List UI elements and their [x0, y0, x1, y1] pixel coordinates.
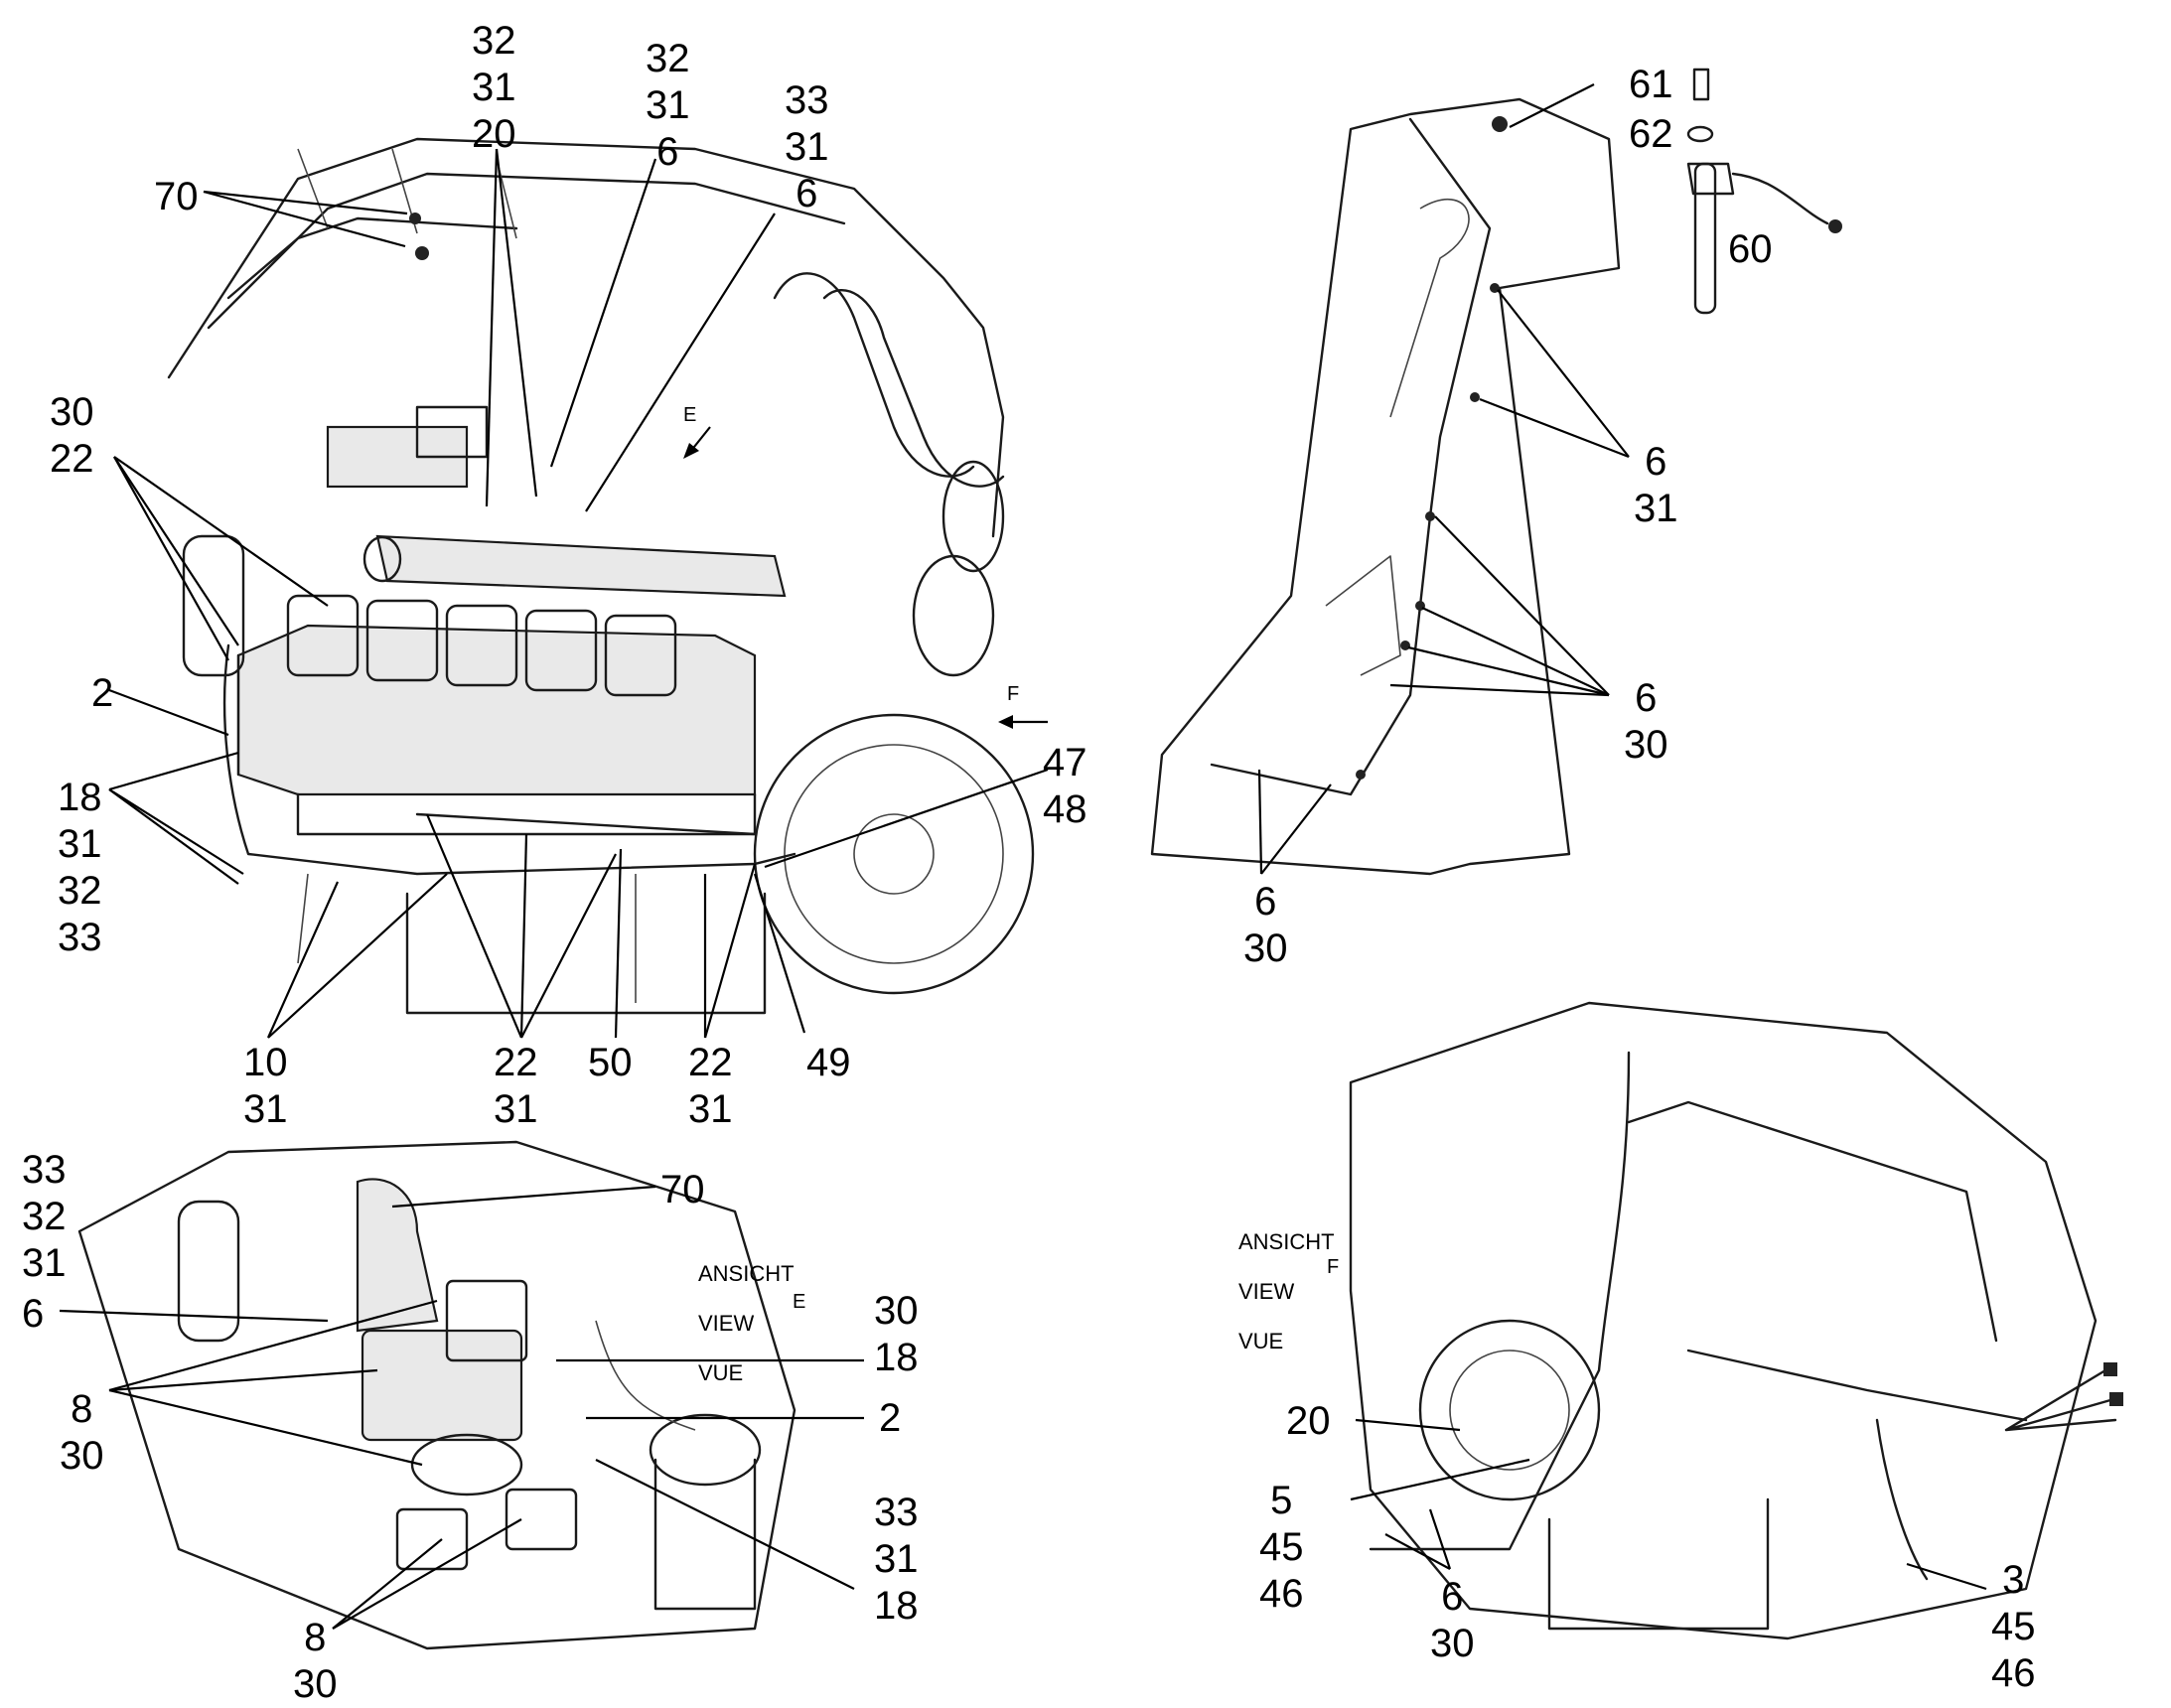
- callout-main-11: 22 31: [688, 1041, 733, 1131]
- callout-main-12: 49: [806, 1041, 851, 1084]
- direction-marker-f: F: [1007, 683, 1020, 705]
- callout-br-3: 6 30: [1430, 1575, 1475, 1665]
- callout-br-4: 3 45 46: [1991, 1558, 2036, 1695]
- view-e-heading-line-2: VIEW: [698, 1311, 755, 1336]
- view-f-illustration: [1349, 1001, 2123, 1640]
- callout-bl-2: 6: [22, 1292, 45, 1336]
- callout-br-1: 20: [1286, 1399, 1331, 1443]
- callout-br-2: 5 45 46: [1259, 1479, 1304, 1616]
- callout-tr-1: 61: [1629, 63, 1673, 106]
- callout-bl-8: 33 31 18: [874, 1491, 919, 1628]
- callout-bl-3: 8 30: [60, 1387, 104, 1478]
- main-engine-illustration: [167, 137, 1035, 1015]
- callout-main-1: 32 31 20: [472, 19, 516, 156]
- callout-main-8: 10 31: [243, 1041, 288, 1131]
- view-e-illustration: [77, 1140, 796, 1650]
- callout-tr-3: 60: [1728, 227, 1773, 271]
- view-e-heading-line-1: ANSICHT: [698, 1261, 795, 1286]
- view-f-heading-line-1: ANSICHT: [1238, 1229, 1335, 1254]
- callout-bl-6: 30 18: [874, 1289, 919, 1379]
- view-f-letter: F: [1327, 1256, 1340, 1278]
- callout-main-3: 33 31 6: [785, 78, 829, 215]
- callout-tr-6: 6 30: [1243, 880, 1288, 970]
- view-e-heading: ANSICHT VIEW VUE: [698, 1236, 795, 1410]
- view-f-heading-line-2: VIEW: [1238, 1279, 1295, 1304]
- view-f-heading: ANSICHT VIEW VUE: [1238, 1205, 1335, 1378]
- callout-main-6: 2: [91, 671, 114, 715]
- view-f-heading-line-3: VUE: [1238, 1329, 1284, 1353]
- duct-illustration: [1150, 68, 1842, 876]
- view-f-arrow: [998, 715, 1048, 729]
- callout-bl-4: 8 30: [293, 1616, 338, 1706]
- callout-main-10: 50: [588, 1041, 633, 1084]
- callout-bl-5: 70: [660, 1168, 705, 1211]
- callout-bl-7: 2: [879, 1396, 902, 1440]
- view-e-arrow: [683, 426, 711, 459]
- view-e-letter: E: [793, 1291, 806, 1313]
- direction-marker-e: E: [683, 404, 697, 426]
- view-e-heading-line-3: VUE: [698, 1360, 744, 1385]
- callout-main-5: 30 22: [50, 390, 94, 481]
- callout-tr-2: 62: [1629, 112, 1673, 156]
- callout-main-4: 70: [154, 175, 199, 218]
- callout-main-2: 32 31 6: [646, 37, 690, 174]
- leader-lines: [59, 83, 1987, 1630]
- callout-main-13: 47 48: [1043, 741, 1087, 831]
- callout-bl-1: 33 32 31: [22, 1148, 67, 1285]
- callout-tr-5: 6 30: [1624, 676, 1668, 767]
- callout-main-7: 18 31 32 33: [58, 776, 102, 959]
- callout-tr-4: 6 31: [1634, 440, 1678, 530]
- callout-main-9: 22 31: [494, 1041, 538, 1131]
